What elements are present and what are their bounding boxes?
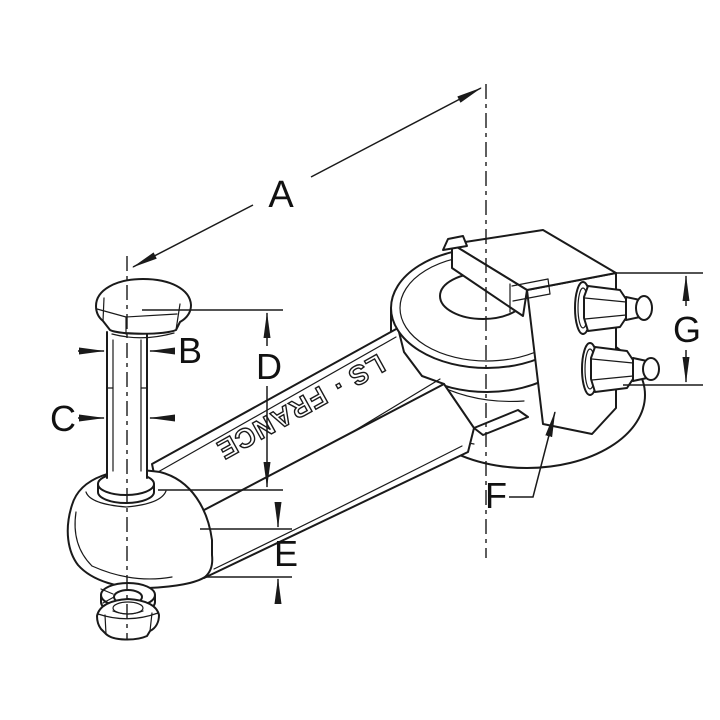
arm-slot-opening xyxy=(473,409,529,436)
dimension-f: F xyxy=(485,411,556,516)
stud-hex-head xyxy=(95,278,192,339)
dimension-label-f: F xyxy=(485,475,507,516)
clamp-bolt-bottom xyxy=(581,342,660,396)
dimension-label-a: A xyxy=(268,174,294,216)
boss-wall-arc-left xyxy=(74,511,93,567)
dimension-e: E xyxy=(200,502,298,604)
dimension-label-c: C xyxy=(50,398,76,439)
dimension-label-e: E xyxy=(274,533,298,574)
clamp-lug xyxy=(442,235,468,251)
dimension-b: B xyxy=(78,330,202,371)
boss-wall-arc-bottom xyxy=(91,565,173,580)
boss-top-rim xyxy=(85,490,167,508)
clamp-block-left-face xyxy=(451,243,528,317)
clamp-bolt-top xyxy=(574,281,653,335)
dimension-label-g: G xyxy=(673,309,701,350)
clamp-slot xyxy=(509,278,551,313)
dimension-c: C xyxy=(50,398,175,439)
arm-top-chamfer xyxy=(157,336,397,473)
dimension-g: G xyxy=(613,272,703,386)
arm-bottom-chamfer xyxy=(213,445,463,570)
ball-stud-boss xyxy=(66,278,214,590)
hex-nut xyxy=(96,598,160,641)
dimension-label-b: B xyxy=(178,330,202,371)
dimension-a: A xyxy=(132,87,482,268)
dimension-label-d: D xyxy=(256,346,282,387)
clamp-hub-top xyxy=(390,229,660,436)
dimension-d: D xyxy=(142,309,283,491)
